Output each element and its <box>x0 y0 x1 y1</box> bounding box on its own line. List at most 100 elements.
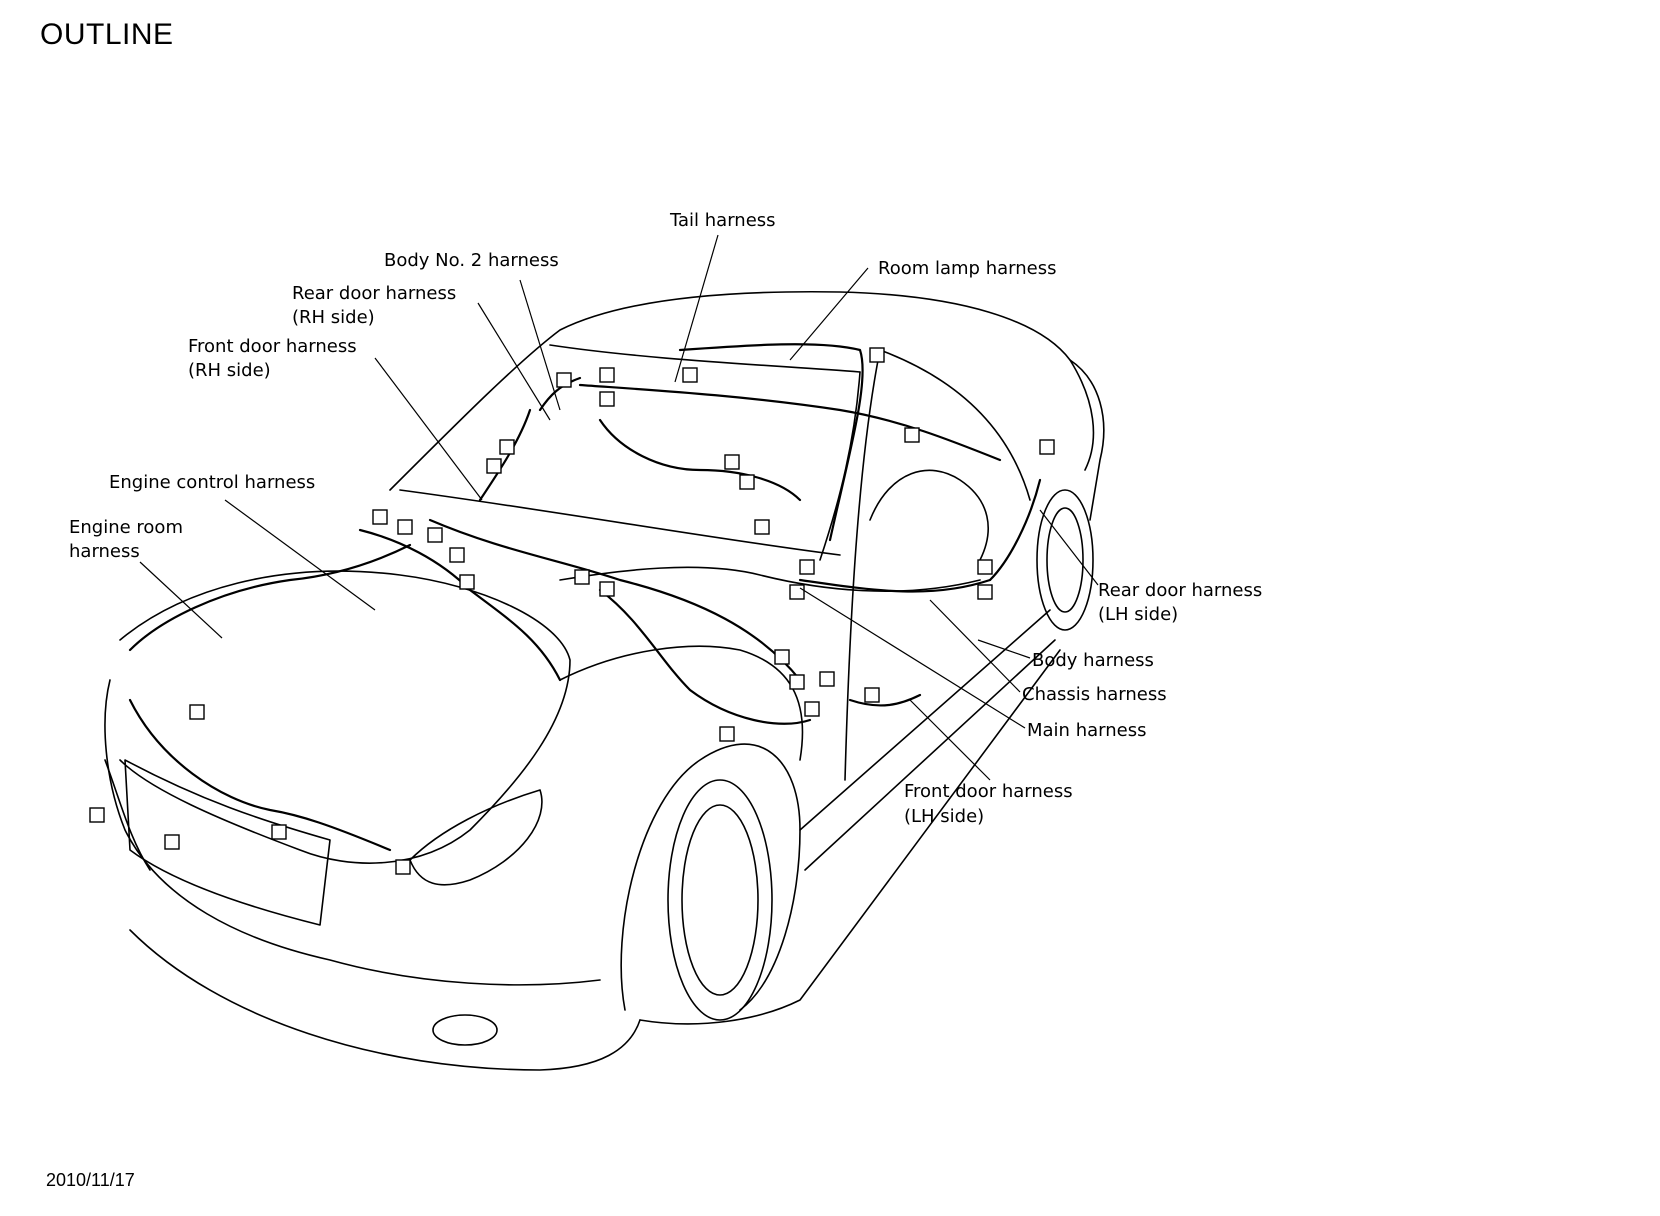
front-fascia <box>104 679 601 986</box>
side-sill-lower <box>804 639 1056 871</box>
front-bumper-lower <box>129 929 641 1071</box>
body-side-lower <box>639 649 1061 1025</box>
front-door-rh-harness-route <box>478 408 532 502</box>
connector <box>599 391 615 407</box>
chassis-harness-route <box>598 588 812 725</box>
label-chassis-harness: Chassis harness <box>1022 684 1167 705</box>
label-front-door-rh-line2: (RH side) <box>188 360 271 381</box>
connector <box>804 701 820 717</box>
page-date: 2010/11/17 <box>46 1170 135 1190</box>
interior-floor <box>559 566 981 592</box>
callout-labels: Tail harness Body No. 2 harness Room lam… <box>69 210 1262 827</box>
roof-outline <box>389 290 1095 491</box>
connector <box>395 859 411 875</box>
leader-engine-control <box>224 499 376 611</box>
side-sill <box>799 609 1051 831</box>
leader-rear-door-lh <box>1039 509 1099 586</box>
tail-harness-route <box>578 383 1002 462</box>
rear-deck <box>1069 359 1105 521</box>
label-rear-door-rh-line1: Rear door harness <box>292 283 456 304</box>
label-main-harness: Main harness <box>1027 720 1146 741</box>
body-no2-harness-route <box>598 418 802 502</box>
connector <box>977 584 993 600</box>
leader-front-door-rh <box>374 357 483 501</box>
seat-back <box>869 469 989 561</box>
front-wheel <box>667 779 773 1021</box>
connector <box>459 574 475 590</box>
leader-rear-door-rh <box>477 302 551 421</box>
engine-room-front-route <box>128 698 392 852</box>
room-lamp-harness-route <box>678 343 864 542</box>
connector <box>682 367 698 383</box>
page-title: OUTLINE <box>40 18 174 51</box>
connector <box>486 458 502 474</box>
label-room-lamp-harness: Room lamp harness <box>878 258 1056 279</box>
connector <box>397 519 413 535</box>
fog-lamp <box>432 1014 498 1046</box>
connector <box>599 367 615 383</box>
connector <box>271 824 287 840</box>
connector <box>774 649 790 665</box>
b-pillar <box>844 349 881 781</box>
label-rear-door-lh-line2: (LH side) <box>1098 604 1178 625</box>
connector <box>904 427 920 443</box>
rear-door-rh-harness-route <box>538 376 582 412</box>
connector <box>724 454 740 470</box>
engine-room-harness-route <box>128 543 412 652</box>
label-rear-door-rh-line2: (RH side) <box>292 307 375 328</box>
connector <box>754 519 770 535</box>
connector <box>189 704 205 720</box>
connector <box>556 372 572 388</box>
rear-door-lh-harness-route <box>988 478 1042 582</box>
harness-routes <box>128 343 1042 852</box>
connector <box>449 547 465 563</box>
rear-wheel <box>1036 489 1094 631</box>
grille <box>124 759 331 926</box>
connector <box>427 527 443 543</box>
connector <box>789 674 805 690</box>
main-harness-route <box>428 518 802 682</box>
label-engine-room-line1: Engine room <box>69 517 183 538</box>
connectors <box>89 347 1055 875</box>
dashboard-line <box>399 489 841 556</box>
headlamp-left <box>104 759 151 871</box>
leader-body <box>977 639 1031 659</box>
connector <box>719 726 735 742</box>
connector <box>499 439 515 455</box>
connector <box>789 584 805 600</box>
connector <box>739 474 755 490</box>
car-body-outline <box>104 290 1105 1071</box>
label-body-no2-harness: Body No. 2 harness <box>384 250 559 271</box>
front-door-lh-harness-route <box>848 693 922 707</box>
label-engine-room-line2: harness <box>69 541 140 562</box>
leader-main <box>799 587 1026 729</box>
leader-lines <box>139 234 1099 781</box>
windshield-top <box>549 344 861 373</box>
leader-body-no2 <box>519 279 561 411</box>
front-wheel-inner <box>681 804 759 996</box>
leader-engine-room <box>139 561 223 639</box>
leader-room-lamp <box>789 267 869 361</box>
front-wheel-arch <box>620 743 801 1011</box>
connector <box>599 581 615 597</box>
connector <box>1039 439 1055 455</box>
connector <box>164 834 180 850</box>
connector <box>574 569 590 585</box>
connector <box>977 559 993 575</box>
connector <box>869 347 885 363</box>
label-front-door-rh-line1: Front door harness <box>188 336 357 357</box>
rear-window <box>879 349 1031 501</box>
label-rear-door-lh-line1: Rear door harness <box>1098 580 1262 601</box>
front-fender <box>559 645 804 761</box>
label-body-harness: Body harness <box>1032 650 1154 671</box>
leader-chassis <box>929 599 1021 693</box>
body-harness-route <box>798 578 992 593</box>
connector <box>864 687 880 703</box>
label-tail-harness: Tail harness <box>669 210 776 231</box>
connector <box>372 509 388 525</box>
leader-front-door-lh <box>909 699 991 781</box>
headlamp-right <box>409 789 543 886</box>
rear-wheel-inner <box>1046 507 1084 613</box>
engine-control-harness-route <box>358 528 562 682</box>
